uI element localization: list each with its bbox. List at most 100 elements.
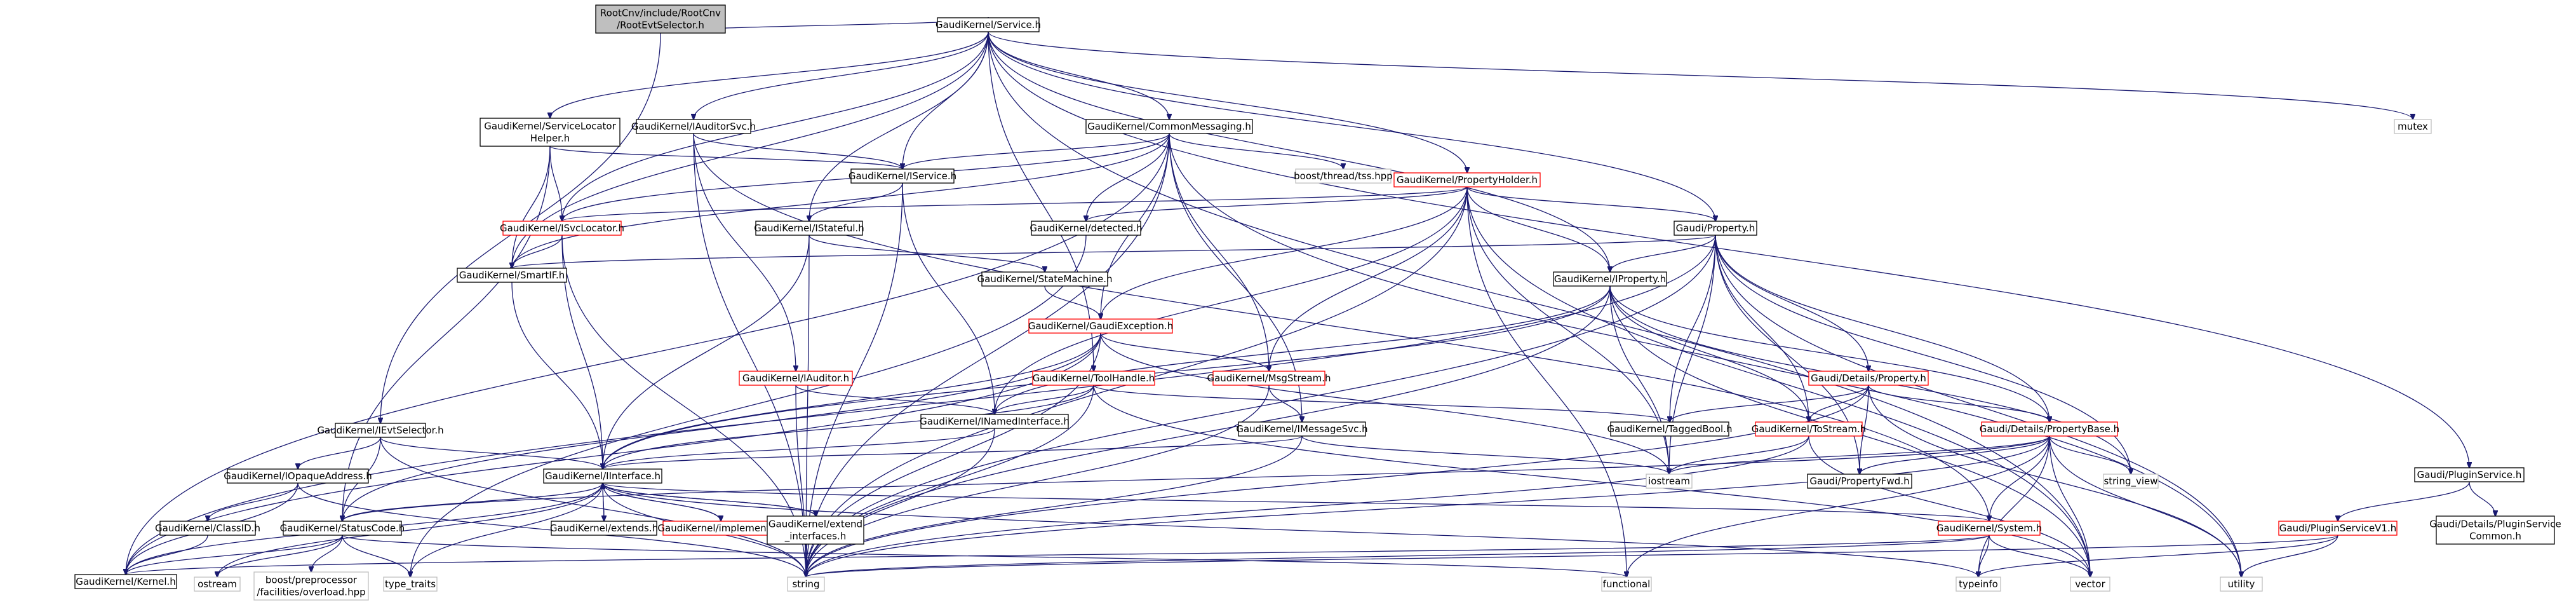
node-overload: boost/preprocessor/facilities/overload.h… [253,571,369,601]
node-propertyfwd[interactable]: Gaudi/PropertyFwd.h [1807,474,1912,489]
edge-istateful-to-string [806,235,810,577]
node-smartif[interactable]: GaudiKernel/SmartIF.h [457,268,567,283]
node-box [937,17,1040,32]
node-statuscode[interactable]: GaudiKernel/StatusCode.h [280,521,405,536]
node-label: GaudiKernel/extends.h [550,522,658,534]
node-functional: functional [1601,576,1652,592]
node-box [283,521,402,536]
node-label: GaudiKernel/MsgStream.h [1207,372,1331,384]
node-commonmessaging[interactable]: GaudiKernel/CommonMessaging.h [1085,119,1253,134]
node-label: typeinfo [1959,578,1998,590]
node-pluginservicev1[interactable]: Gaudi/PluginServiceV1.h [2278,521,2398,536]
node-istateful[interactable]: GaudiKernel/IStateful.h [754,221,864,236]
node-tostream[interactable]: GaudiKernel/ToStream.h [1752,421,1867,437]
node-label: GaudiKernel/Kernel.h [76,576,176,587]
node-statemachine[interactable]: GaudiKernel/StateMachine.h [977,271,1113,287]
edge-service-to-pluginservice [988,31,2469,468]
edge-ievtselector-to-iopaqueaddress [298,437,381,469]
node-system[interactable]: GaudiKernel/System.h [1936,521,2042,536]
node-isvclocator[interactable]: GaudiKernel/ISvcLocator.h [500,221,624,236]
node-imessagesvc[interactable]: GaudiKernel/IMessageSvc.h [1236,421,1368,437]
node-label: GaudiKernel/ToStream.h [1752,423,1867,435]
node-label: boost/thread/tss.hpp [1294,170,1393,182]
node-label: vector [2075,578,2105,590]
edge-system-to-kernel [126,535,1990,575]
edge-implements-to-interface [603,483,721,522]
node-label: GaudiKernel/ToolHandle.h [1033,372,1155,384]
node-propertyholder[interactable]: GaudiKernel/PropertyHolder.h [1393,172,1541,188]
edge-service-to-mutex [988,31,2413,119]
node-box [502,221,622,236]
node-box [1755,421,1863,437]
node-box [551,521,657,536]
node-iopaqueaddress[interactable]: GaudiKernel/IOpaqueAddress.h [224,468,372,484]
edge-interface-to-ostream [217,482,603,577]
node-toolhandle[interactable]: GaudiKernel/ToolHandle.h [1032,371,1155,386]
node-box [1955,576,2001,592]
node-service[interactable]: GaudiKernel/Service.h [936,17,1041,32]
edge-iauditorsvc-to-string [693,133,806,577]
node-box [194,576,241,592]
node-box [767,515,864,545]
header-nodes: RootCnv/include/RootCnv/RootEvtSelector.… [74,4,2561,601]
edge-system-to-vector [1989,535,2090,577]
node-details_property[interactable]: Gaudi/Details/Property.h [1808,371,1929,386]
node-taggedbool[interactable]: GaudiKernel/TaggedBool.h [1607,421,1733,437]
node-pluginservice[interactable]: Gaudi/PluginService.h [2414,467,2525,482]
node-box [74,574,177,589]
edge-iproperty-to-tostream [1609,285,1809,422]
node-msgstream[interactable]: GaudiKernel/MsgStream.h [1207,371,1331,386]
edge-commonmessaging-to-kernel [126,133,1170,575]
node-box [2103,474,2159,489]
edge-property-to-taggedbool [1670,235,1716,422]
node-label: GaudiKernel/ServiceLocator [484,121,616,132]
node-ievtselector[interactable]: GaudiKernel/IEvtSelector.h [317,423,444,438]
edge-iservice-to-inamedinterface [902,182,995,414]
node-box [1938,521,2041,536]
node-iproperty[interactable]: GaudiKernel/IProperty.h [1553,271,1667,287]
node-property[interactable]: Gaudi/Property.h [1674,221,1757,236]
node-implements[interactable]: GaudiKernel/implements.h [657,521,784,536]
edge-pluginservicev1-to-typeinfo [1978,535,2338,577]
node-extends[interactable]: GaudiKernel/extends.h [550,521,658,536]
edge-system-to-string [806,535,1990,577]
edge-propertybase-to-vector [2049,435,2090,577]
node-interface[interactable]: GaudiKernel/IInterface.h [543,468,662,484]
edge-property-to-propertyfwd [1715,235,1860,474]
edge-property-to-iproperty [1610,235,1716,272]
node-mutex: mutex [2394,119,2432,134]
edge-statuscode-to-ostream [217,535,343,577]
node-box [543,468,662,484]
node-box [457,268,567,283]
node-box [850,168,955,184]
node-iauditor[interactable]: GaudiKernel/IAuditor.h [739,371,853,386]
edge-propertybase-to-propertyfwd [1860,435,2050,474]
node-label: GaudiKernel/INamedInterface.h [920,416,1070,427]
node-label: GaudiKernel/IOpaqueAddress.h [224,470,372,482]
node-kernel[interactable]: GaudiKernel/Kernel.h [74,574,177,589]
node-label: GaudiKernel/Service.h [936,19,1041,31]
node-propertybase[interactable]: Gaudi/Details/PropertyBase.h [1980,421,2119,437]
node-label: GaudiKernel/ISvcLocator.h [500,222,624,234]
node-detected[interactable]: GaudiKernel/detected.h [1030,221,1143,236]
node-box [1610,421,1729,437]
node-extend_interfaces[interactable]: GaudiKernel/extend_interfaces.h [767,515,864,545]
node-gaudiexception[interactable]: GaudiKernel/GaudiException.h [1028,318,1173,334]
edge-propertybase-to-utility [2049,435,2241,577]
node-classid[interactable]: GaudiKernel/ClassID.h [155,521,260,536]
edge-propertyholder-to-gaudiexception [1101,186,1468,319]
edge-property-to-kernel [126,235,1716,575]
edge-propertyholder-to-inamedinterface [995,186,1468,414]
node-box [227,468,369,484]
edge-commonmessaging-to-iservice [902,133,1170,169]
node-inamedinterface[interactable]: GaudiKernel/INamedInterface.h [920,414,1070,429]
edge-statuscode-to-functional [342,535,1627,577]
node-iservice[interactable]: GaudiKernel/IService.h [849,168,956,184]
node-label: Gaudi/PluginServiceV1.h [2279,522,2397,534]
edge-propertyholder-to-iostream [1466,186,1669,474]
node-iauditorsvc[interactable]: GaudiKernel/IAuditorSvc.h [631,119,756,134]
node-box [2414,467,2525,482]
edge-service-to-toolhandle [988,31,1094,371]
